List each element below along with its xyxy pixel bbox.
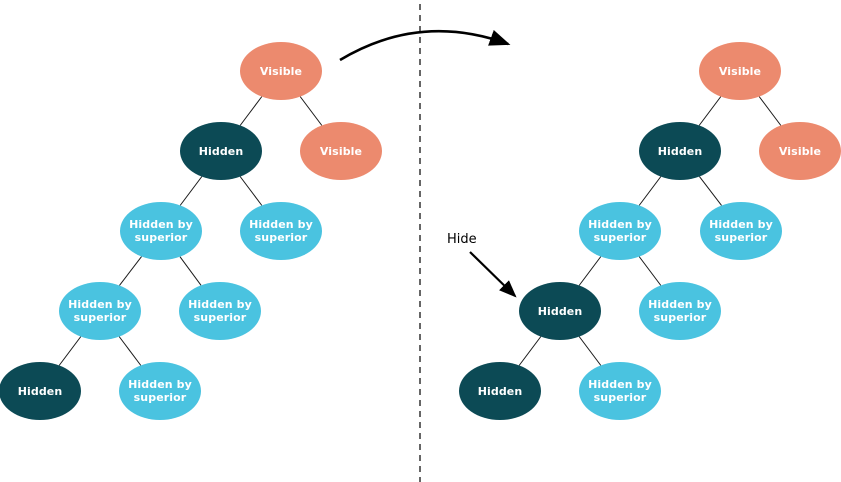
- curved-transition-arrow: [339, 29, 511, 62]
- tree-node-label: Hidden: [657, 144, 703, 158]
- tree-node-visible[interactable]: Visible: [300, 122, 382, 180]
- tree-node-label: Hidden by superior: [648, 298, 712, 324]
- tree-edge: [638, 176, 662, 206]
- hide-annotation-arrow: [469, 251, 517, 298]
- tree-node-label: Hidden by superior: [249, 218, 313, 244]
- tree-node-label: Visible: [319, 144, 363, 158]
- tree-node-visible[interactable]: Visible: [699, 42, 781, 100]
- tree-node-hbs[interactable]: Hidden by superior: [639, 282, 721, 340]
- tree-node-hbs[interactable]: Hidden by superior: [700, 202, 782, 260]
- tree-node-label: Hidden by superior: [588, 378, 652, 404]
- tree-node-label: Hidden by superior: [709, 218, 773, 244]
- tree-edge: [758, 96, 782, 126]
- tree-edge: [699, 176, 722, 206]
- tree-node-label: Hidden by superior: [188, 298, 252, 324]
- tree-node-label: Visible: [718, 64, 762, 78]
- tree-edge: [299, 96, 323, 126]
- tree-edge: [698, 96, 722, 126]
- tree-node-hidden[interactable]: Hidden: [519, 282, 601, 340]
- tree-edge: [578, 256, 602, 286]
- tree-node-visible[interactable]: Visible: [759, 122, 841, 180]
- tree-node-label: Hidden by superior: [129, 218, 193, 244]
- tree-edge: [638, 256, 662, 286]
- tree-node-hbs[interactable]: Hidden by superior: [59, 282, 141, 340]
- tree-edge: [239, 176, 263, 206]
- tree-node-visible[interactable]: Visible: [240, 42, 322, 100]
- tree-node-hbs[interactable]: Hidden by superior: [579, 202, 661, 260]
- tree-edge: [179, 176, 203, 206]
- tree-node-label: Hidden by superior: [68, 298, 132, 324]
- tree-node-hbs[interactable]: Hidden by superior: [120, 202, 202, 260]
- tree-node-hbs[interactable]: Hidden by superior: [579, 362, 661, 420]
- tree-node-label: Hidden: [537, 304, 583, 318]
- tree-node-label: Visible: [778, 144, 822, 158]
- hide-annotation-label: Hide: [447, 232, 477, 247]
- tree-edge: [119, 256, 142, 286]
- tree-edge: [179, 256, 202, 286]
- tree-node-label: Visible: [259, 64, 303, 78]
- tree-node-label: Hidden by superior: [588, 218, 652, 244]
- tree-node-hbs[interactable]: Hidden by superior: [179, 282, 261, 340]
- tree-node-hidden[interactable]: Hidden: [0, 362, 81, 420]
- tree-node-label: Hidden: [477, 384, 523, 398]
- tree-node-hbs[interactable]: Hidden by superior: [240, 202, 322, 260]
- tree-node-label: Hidden by superior: [128, 378, 192, 404]
- tree-edge: [518, 336, 542, 366]
- tree-node-hidden[interactable]: Hidden: [459, 362, 541, 420]
- tree-node-hbs[interactable]: Hidden by superior: [119, 362, 201, 420]
- tree-edge: [58, 336, 82, 366]
- tree-node-hidden[interactable]: Hidden: [639, 122, 721, 180]
- tree-edge: [118, 336, 142, 366]
- tree-edge: [578, 336, 602, 366]
- tree-node-label: Hidden: [17, 384, 63, 398]
- tree-node-label: Hidden: [198, 144, 244, 158]
- tree-edge: [239, 96, 263, 126]
- tree-node-hidden[interactable]: Hidden: [180, 122, 262, 180]
